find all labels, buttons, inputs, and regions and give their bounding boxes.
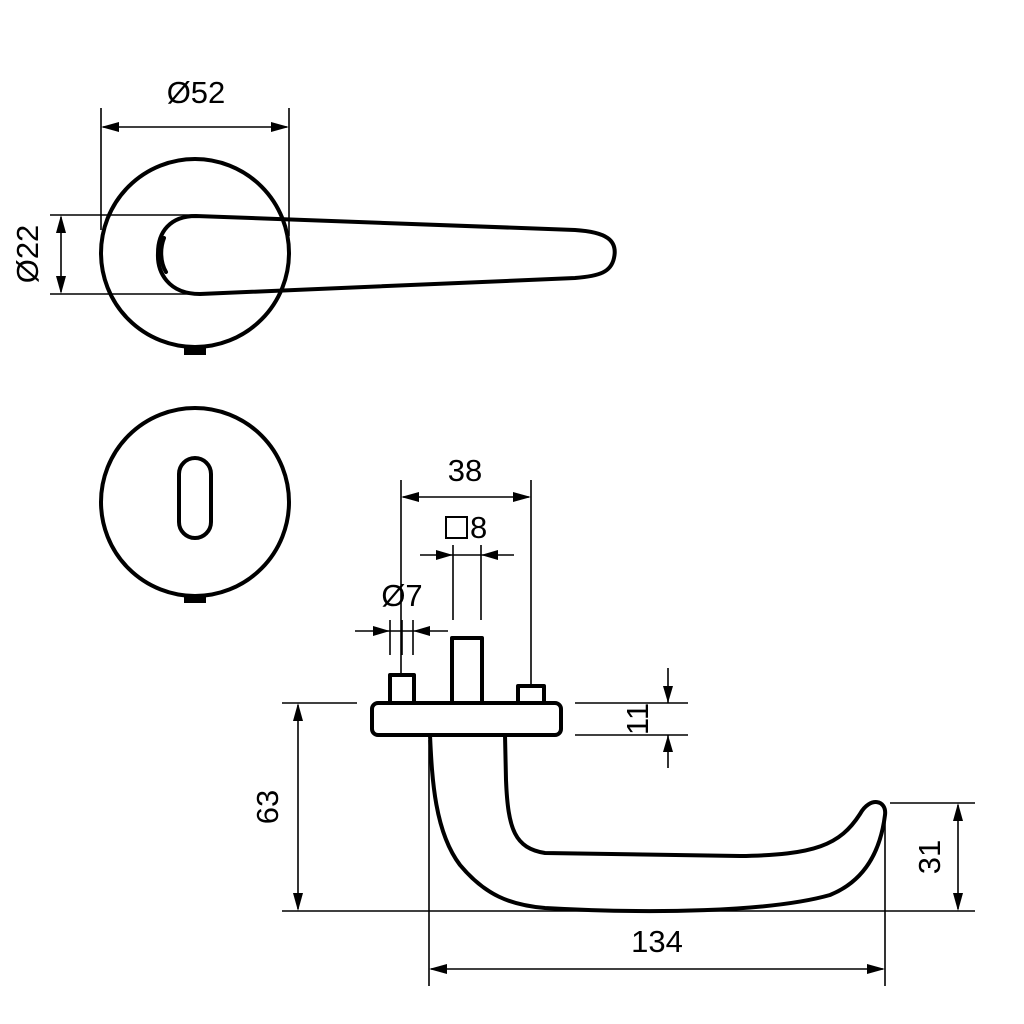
lever-base-arc	[159, 236, 168, 274]
dimension-rose-diameter: Ø52	[100, 75, 290, 236]
square-symbol-icon	[445, 516, 468, 539]
spindle	[450, 636, 484, 705]
rose-circle	[99, 157, 291, 349]
fixing-pin-right	[516, 684, 546, 705]
dimension-rose-thickness: 11	[575, 668, 688, 768]
escutcheon-circle	[99, 406, 291, 598]
handle-length-label: 134	[631, 924, 683, 959]
dimension-spindle-square: 8	[420, 510, 514, 620]
height-overall-label: 63	[250, 790, 285, 824]
dimension-pin-spacing: 38	[400, 453, 532, 686]
top-view-handle	[99, 157, 617, 355]
rose-plate	[370, 701, 563, 737]
tip-height-label: 31	[912, 840, 947, 874]
escutcheon-view	[99, 406, 291, 603]
lever-side-outline	[428, 733, 888, 914]
lever-top-outline	[155, 214, 617, 296]
dimension-height-overall: 63	[250, 702, 890, 912]
spindle-square-label: 8	[470, 510, 487, 545]
rose-thickness-label: 11	[620, 703, 655, 735]
pin-diameter-label: Ø7	[381, 578, 422, 613]
dimension-shaft-diameter: Ø22	[10, 214, 196, 295]
dimension-handle-length: 134	[428, 740, 886, 986]
fixing-pin-left	[388, 673, 416, 705]
shaft-diameter-label: Ø22	[10, 225, 45, 284]
pin-spacing-label: 38	[448, 453, 482, 488]
rose-screw-tab	[184, 347, 206, 355]
escutcheon-screw-tab	[184, 595, 206, 603]
dimension-pin-diameter: Ø7	[355, 578, 448, 655]
keyhole-slot	[177, 456, 213, 540]
dimension-tip-height: 31	[890, 802, 975, 912]
rose-diameter-label: Ø52	[167, 75, 226, 110]
side-view-handle	[370, 636, 888, 914]
